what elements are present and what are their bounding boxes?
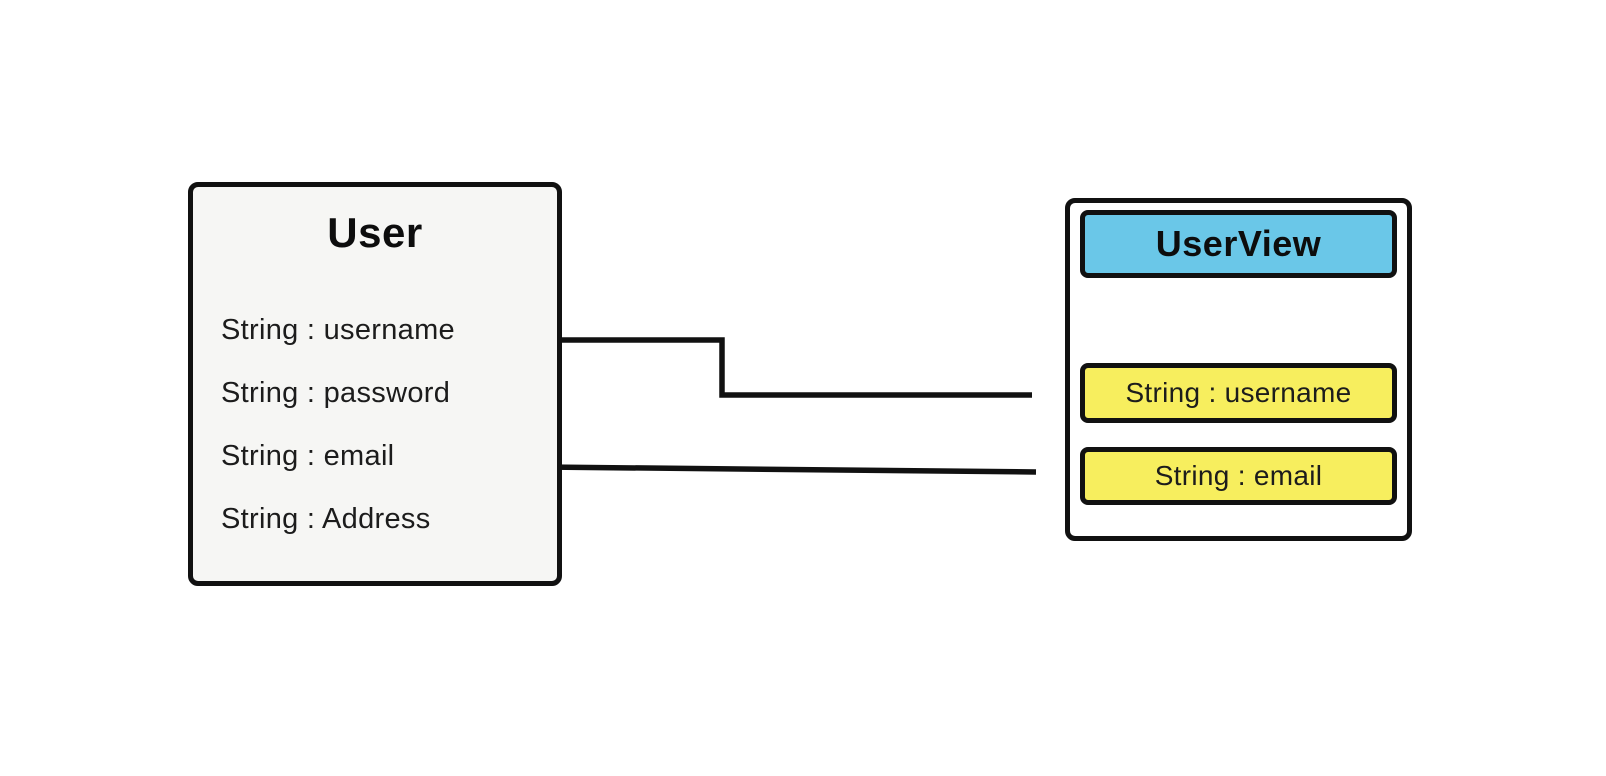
- user-field-password: String : password: [221, 377, 451, 409]
- user-class-box: User String : username String : password…: [188, 182, 562, 586]
- userview-class-box: UserView String : username String : emai…: [1065, 198, 1412, 541]
- userview-field-username: String : username: [1080, 363, 1397, 423]
- user-class-title: User: [327, 209, 423, 256]
- user-field-address: String : Address: [221, 503, 431, 535]
- user-class-field-list: String : username String : password Stri…: [221, 299, 547, 551]
- connector-username-line: [494, 337, 1032, 398]
- user-field-username: String : username: [221, 314, 455, 346]
- userview-field-email: String : email: [1080, 447, 1397, 505]
- user-field-email: String : email: [221, 440, 395, 472]
- userview-class-title: UserView: [1080, 210, 1397, 278]
